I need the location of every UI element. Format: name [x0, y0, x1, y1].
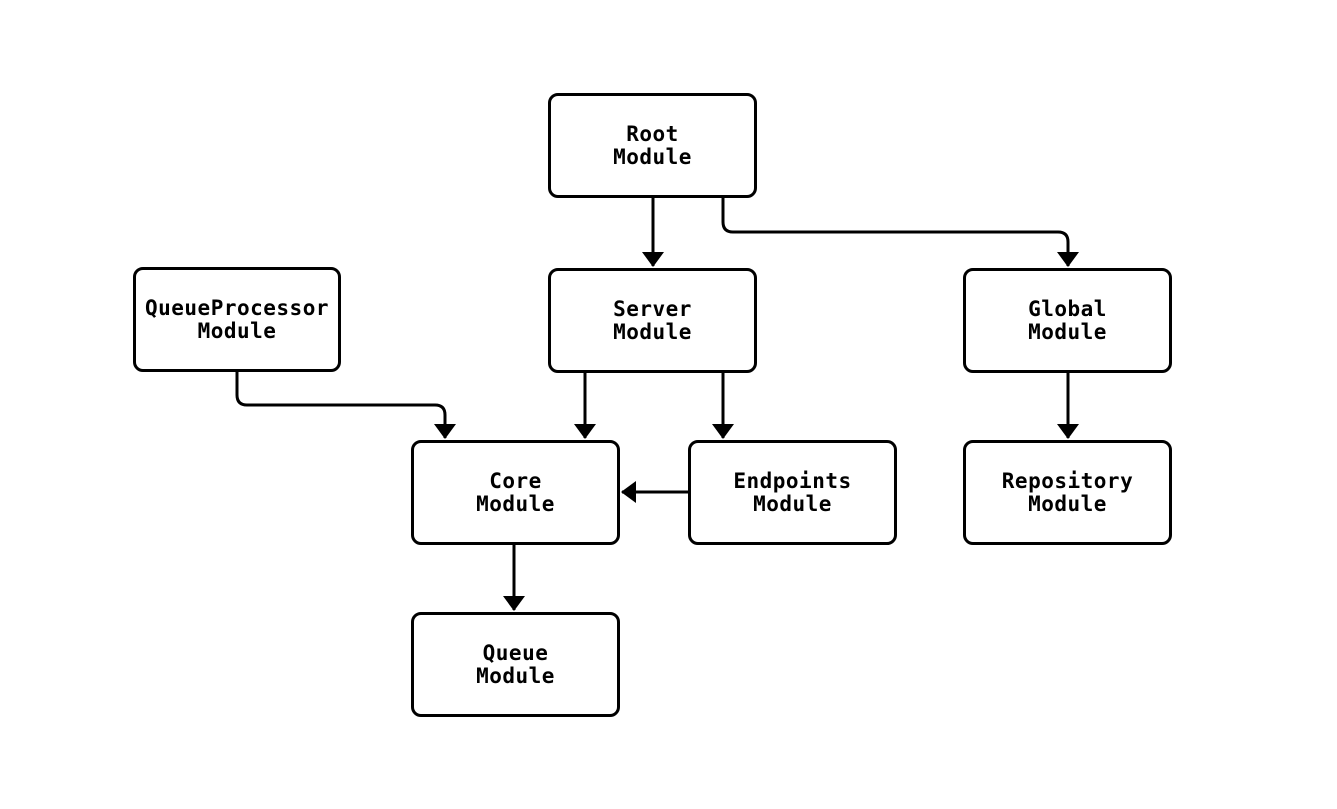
node-label-line: QueueProcessor: [144, 295, 329, 320]
node-label-line: Root: [626, 121, 679, 146]
node-label-line: Endpoints: [733, 468, 852, 493]
node-label-line: Module: [1028, 319, 1107, 344]
node-label-line: Module: [753, 491, 832, 516]
node-label-line: Global: [1028, 296, 1107, 321]
node-label-line: Repository: [1001, 468, 1134, 493]
node-label-line: Module: [476, 663, 555, 688]
node-label-line: Module: [613, 144, 692, 169]
node-label-line: Module: [197, 318, 277, 343]
node-server-module: Server Module: [548, 268, 757, 373]
node-repository-module: Repository Module: [963, 440, 1172, 545]
edge-root-to-global: [721, 198, 1079, 267]
node-label-line: Server: [613, 296, 692, 321]
node-core-module: Core Module: [411, 440, 620, 545]
node-endpoints-module: Endpoints Module: [688, 440, 897, 545]
node-root-module: Root Module: [548, 93, 757, 198]
node-label-line: Module: [476, 491, 555, 516]
node-queue-module: Queue Module: [411, 612, 620, 717]
node-label-line: Core: [489, 468, 542, 493]
node-queueprocessor-module: QueueProcessor Module: [133, 267, 341, 372]
node-label-line: Module: [613, 319, 692, 344]
edge-queueprocessor-to-core: [235, 372, 456, 439]
node-global-module: Global Module: [963, 268, 1172, 373]
node-label-line: Queue: [482, 640, 549, 665]
node-label-line: Module: [1028, 491, 1107, 516]
